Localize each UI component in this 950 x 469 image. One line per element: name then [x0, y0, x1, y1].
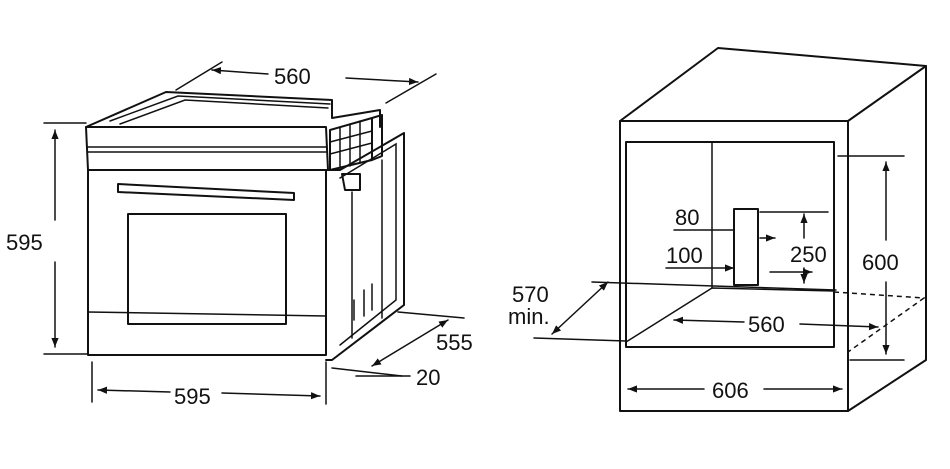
cabinet-min-depth-value: 570: [512, 282, 549, 307]
cabinet-min-depth-suffix: min.: [508, 304, 550, 329]
vent-width-label: 80: [675, 205, 699, 230]
oven-window: [127, 213, 287, 325]
oven-control-panel: [85, 126, 329, 171]
oven-front-width-label: 595: [174, 384, 211, 409]
cabinet-drawing: [619, 47, 927, 412]
cabinet-front: [619, 120, 849, 412]
vent-height-label: 250: [790, 242, 827, 267]
cabinet-inner-height-label: 600: [862, 250, 899, 275]
oven-dimension-lines: [43, 61, 465, 405]
cabinet-top: [619, 47, 927, 122]
oven-top-width-label: 560: [274, 64, 311, 89]
oven-front-body: [87, 169, 327, 356]
oven-door-depth-label: 20: [416, 365, 440, 390]
cabinet-dimension-lines: [533, 155, 905, 393]
oven-drawing: [85, 91, 405, 361]
oven-side-body: [325, 132, 405, 361]
vent-slot: [733, 208, 759, 286]
oven-door-handle: [117, 183, 295, 201]
oven-height-label: 595: [6, 230, 43, 255]
vent-offset-label: 100: [666, 243, 703, 268]
cabinet-inner-width-label: 560: [748, 312, 785, 337]
cabinet-outer-width-label: 606: [712, 378, 749, 403]
oven-depth-label: 555: [436, 330, 473, 355]
cabinet-opening: [625, 141, 835, 348]
oven-vent-grille: [329, 114, 383, 171]
cabinet-side: [847, 65, 927, 412]
oven-top: [85, 91, 381, 128]
